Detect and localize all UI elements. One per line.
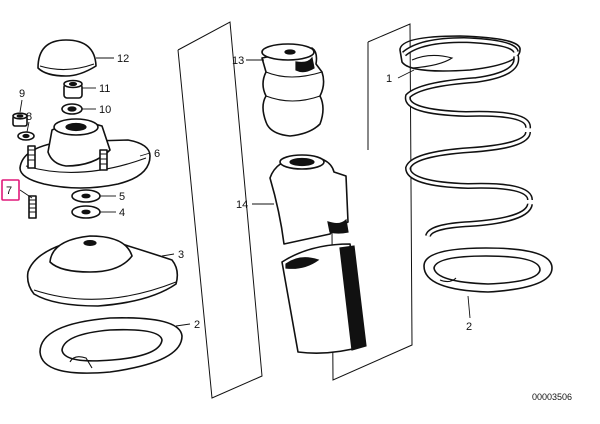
spring-pad-2-right[interactable] (423, 247, 553, 293)
washer-10[interactable] (61, 103, 83, 115)
callout-2-left: 2 (194, 319, 200, 331)
spring-seat-3[interactable] (26, 235, 179, 307)
callout-7-highlight (1, 179, 20, 201)
bump-stop-13[interactable] (261, 43, 325, 137)
callout-2-right: 2 (466, 321, 472, 333)
coil-spring-1[interactable] (399, 35, 533, 238)
strut-mount-6[interactable] (19, 118, 151, 189)
callout-9: 9 (19, 88, 25, 100)
washer-5[interactable] (71, 189, 101, 203)
callout-5: 5 (119, 191, 125, 203)
callout-14: 14 (236, 199, 248, 211)
callout-6: 6 (154, 148, 160, 160)
bolt-7[interactable] (28, 195, 37, 219)
callout-4: 4 (119, 207, 125, 219)
dust-boot-14-lower[interactable] (281, 243, 367, 354)
frame-left (177, 21, 263, 399)
nut-9[interactable] (12, 112, 28, 127)
washer-8[interactable] (17, 131, 35, 141)
callout-13: 13 (232, 55, 244, 67)
callout-3: 3 (178, 249, 184, 261)
callout-7[interactable]: 7 (6, 185, 12, 197)
leader-lines (19, 57, 471, 327)
callout-1: 1 (386, 73, 392, 85)
callout-12: 12 (117, 53, 129, 65)
dust-cap-12[interactable] (37, 39, 97, 77)
callout-11: 11 (99, 83, 110, 95)
callout-labels: 12 11 10 9 8 6 5 4 3 2 13 14 1 2 7 00003… (1, 53, 572, 402)
washer-4[interactable] (71, 205, 101, 219)
diagram-code: 00003506 (532, 392, 572, 402)
nut-11[interactable] (63, 79, 83, 99)
dust-boot-14[interactable] (269, 154, 349, 245)
callout-10: 10 (99, 104, 111, 116)
callout-8: 8 (26, 111, 32, 123)
spring-pad-2-left[interactable] (39, 317, 183, 374)
